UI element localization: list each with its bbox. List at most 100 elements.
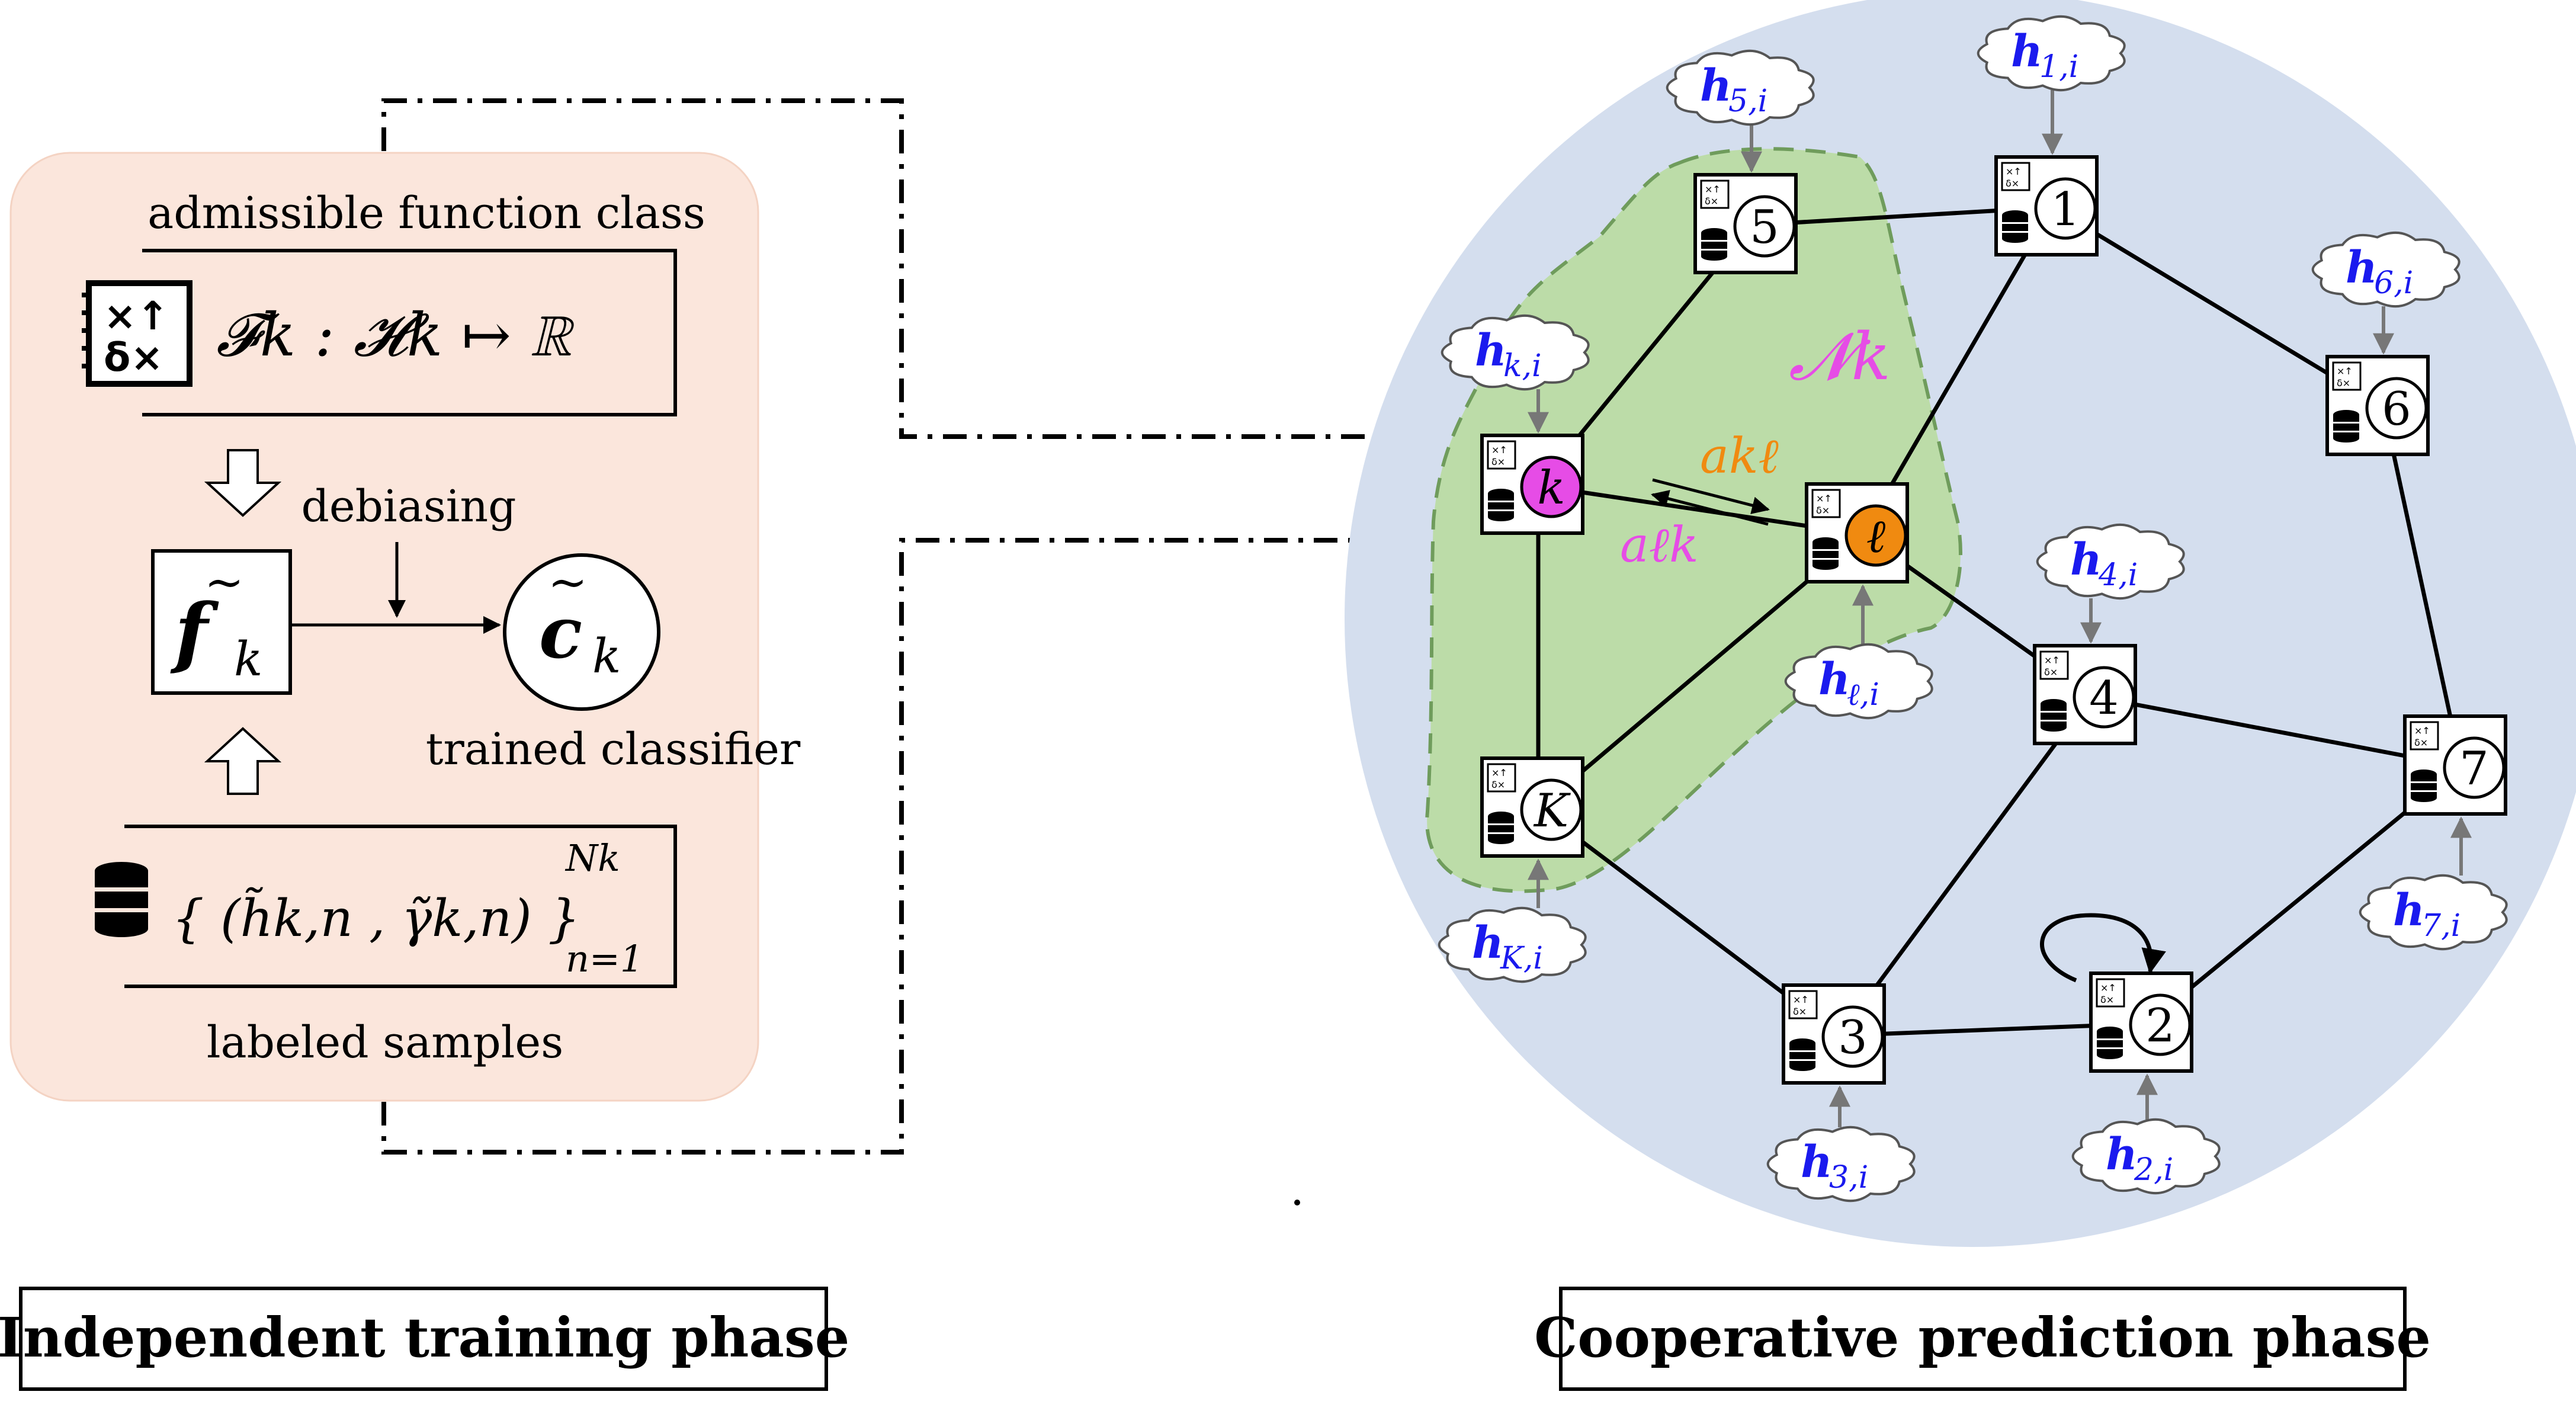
node-label: 2 [2145,999,2175,1053]
arrow-k-to-l [1652,478,1770,514]
c-subscript: k [592,629,621,684]
f-box [151,549,292,695]
cloud-text: h [2393,885,2425,936]
samples-superscript: Nk [564,836,620,880]
cloud-subscript: 3,i [1829,1160,1868,1195]
node-label: K [1533,784,1571,838]
cloud-subscript: k,i [1503,348,1542,384]
c-tilde: ~ [548,554,588,610]
database-icon [2002,210,2028,243]
tool-icon [2096,978,2125,1008]
node-label: 4 [2089,672,2119,725]
network-nodes: k ℓK 1 2 3 4 5 6 7 [1480,155,2507,1085]
function-class-caption: admissible function class [147,188,705,239]
tool-icon [1788,990,1818,1019]
node-label: 1 [2051,183,2080,236]
node-l: ℓ [1805,482,1909,583]
database-icon [1812,537,1839,570]
database-icon [2041,699,2067,732]
tool-icon [1700,179,1730,209]
arrow-l-to-k [1651,490,1769,526]
cloud-k: hk,i [1441,314,1590,434]
database-icon [95,862,148,937]
cloud-6: h6,i [2311,231,2460,355]
node-label: ℓ [1866,510,1886,563]
cloud-5: h5,i [1666,49,1815,173]
cloud-subscript: K,i [1500,941,1543,976]
database-icon [1789,1038,1815,1071]
cloud-text: h [1475,325,1507,376]
labeled-samples-label: labeled samples [207,1017,563,1068]
cloud-subscript: 2,i [2134,1152,2173,1188]
f-tilde: ~ [204,554,244,610]
c-symbol: c [539,591,582,675]
edge-4-7 [2090,694,2462,769]
up-arrow [204,727,282,795]
cloud-1: h1,i [1977,15,2126,155]
node-label: 7 [2459,742,2489,796]
node-label: 5 [1750,201,1779,254]
self-loop-node-2 [2040,913,2166,983]
cloud-text: h [1700,60,1732,111]
cloud-subscript: 6,i [2374,265,2413,301]
node-6: 6 [2325,355,2430,456]
cloud-2: h2,i [2071,1073,2221,1195]
training-phase-title: Independent training phase [0,1306,849,1370]
edge-4-3 [1838,694,2093,1037]
svg-text:δ×: δ× [104,335,163,380]
cloud-text: h [1801,1137,1833,1188]
cloud-l: hℓ,i [1784,584,1933,720]
cloud-subscript: 1,i [2039,49,2078,85]
down-arrow [204,449,282,517]
prediction-phase-box [1559,1287,2407,1391]
node-3: 3 [1782,983,1886,1085]
cloud-K: hK,i [1438,858,1587,983]
neighborhood-label: 𝓝k [1789,319,1891,395]
cloud-text: h [1818,654,1850,705]
cloud-4: h4,i [2036,523,2185,644]
weight-a-lk: aℓk [1620,517,1699,573]
stray-dot [1294,1200,1300,1205]
tool-icon [2039,650,2069,680]
tool-icon [1487,763,1516,793]
node-label: k [1537,461,1565,515]
database-icon [1488,812,1514,844]
tool-icon [1811,489,1841,518]
node-2: 2 [2089,971,2193,1073]
c-circle [503,553,660,711]
node-5: 5 [1693,173,1798,274]
debiasing-label: debiasing [301,481,517,532]
cloud-subscript: 5,i [1728,84,1767,119]
samples-expression: { (h̃k,n , γ̃k,n) } [172,887,580,948]
database-icon [1701,228,1727,261]
function-class-expression: 𝓕k : 𝓗k ↦ ℝ [216,300,575,370]
edge-6-7 [2381,406,2463,767]
cloud-subscript: 4,i [2098,557,2138,593]
cloud-text: h [2346,242,2378,293]
cloud-subscript: ℓ,i [1847,677,1879,713]
node-label: 3 [1838,1011,1868,1064]
tool-icon [2001,162,2030,191]
edge-1-l [1860,206,2055,536]
node-K: K [1480,756,1584,858]
cloud-text: h [2106,1129,2138,1180]
database-icon [1488,489,1514,521]
training-panel [9,152,759,1102]
node-1: 1 [1994,155,2099,256]
tool-icon [2410,721,2439,751]
f-subscript: k [234,631,262,687]
samples-box [124,825,677,988]
database-icon [2333,410,2359,443]
cloud-text: h [1472,918,1504,969]
node-k: k [1480,434,1584,535]
samples-subscript: n=1 [566,937,643,980]
function-class-box [142,249,677,416]
training-phase-box [19,1287,828,1391]
weight-a-kl: akℓ [1700,428,1779,485]
cloud-text: h [2070,534,2102,585]
tool-icon [1487,440,1516,470]
node-4: 4 [2033,644,2137,745]
connector-bottom [381,538,1487,1155]
